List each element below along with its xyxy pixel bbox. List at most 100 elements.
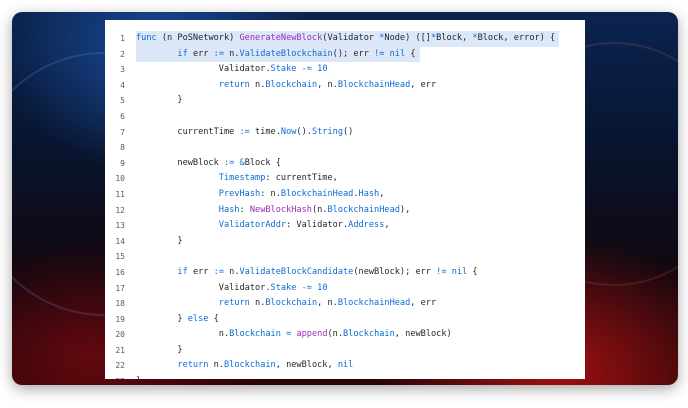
code-token <box>136 80 219 90</box>
code-token: ValidateBlockCandidate <box>239 266 354 277</box>
code-token: , n. <box>317 79 338 90</box>
code-token: Blockchain <box>265 79 318 90</box>
code-token: } <box>136 376 141 379</box>
code-token <box>136 173 219 183</box>
line-number: 4 <box>120 80 125 90</box>
line-content: if err := n.ValidateBlockchain(); err !=… <box>136 46 420 63</box>
code-line[interactable]: 23} <box>105 374 585 379</box>
code-line[interactable]: 17 Validator.Stake -= 10 <box>105 281 585 297</box>
code-line[interactable]: 19 } else { <box>105 312 585 328</box>
line-number: 19 <box>115 314 125 324</box>
code-line[interactable]: 5 } <box>105 93 585 109</box>
code-token: Stake <box>270 64 297 75</box>
code-line[interactable]: 8 <box>105 140 585 156</box>
code-line[interactable]: 20 n.Blockchain = append(n.Blockchain, n… <box>105 327 585 343</box>
code-line[interactable]: 22 return n.Blockchain, newBlock, nil <box>105 358 585 374</box>
code-token: := <box>223 157 235 168</box>
code-token: n. <box>208 360 224 371</box>
code-token: , err <box>410 79 437 90</box>
code-line[interactable]: 3 Validator.Stake -= 10 <box>105 62 585 78</box>
code-token: ), <box>399 204 411 215</box>
code-token: n. <box>249 298 266 309</box>
code-line[interactable]: 2 if err := n.ValidateBlockchain(); err … <box>105 46 585 63</box>
code-token: } <box>136 313 188 324</box>
code-token: { <box>405 48 416 59</box>
code-token: Timestamp <box>218 173 266 184</box>
code-token: Hash <box>218 204 240 215</box>
code-line[interactable]: 15 <box>105 249 585 265</box>
code-token: Blockchain <box>229 329 281 340</box>
code-token: BlockchainHead <box>337 79 411 90</box>
line-number: 22 <box>115 361 125 371</box>
code-token: Now <box>280 126 297 137</box>
code-token: func <box>136 33 157 43</box>
line-number: 21 <box>115 345 125 355</box>
code-line[interactable]: 21 } <box>105 343 585 359</box>
code-token <box>136 267 177 277</box>
code-token: Validator. <box>136 64 271 75</box>
code-token: GenerateNewBlock <box>239 33 323 43</box>
line-number: 1 <box>120 34 125 43</box>
code-line[interactable]: 9 newBlock := &Block { <box>105 156 585 172</box>
line-content: ValidatorAddr: Validator.Address, <box>136 218 394 234</box>
line-content: Validator.Stake -= 10 <box>136 62 332 78</box>
code-token: , newBlock) <box>394 329 452 340</box>
line-content: } <box>136 343 187 359</box>
line-number: 17 <box>115 283 125 293</box>
line-number: 23 <box>105 374 125 379</box>
code-token: { <box>208 313 219 324</box>
code-token: 10 <box>317 64 328 75</box>
code-token: nil <box>389 48 406 59</box>
code-token: PrevHash <box>218 188 261 199</box>
code-line[interactable]: 11 PrevHash: n.BlockchainHead.Hash, <box>105 187 585 203</box>
code-token: nil <box>337 360 354 371</box>
code-token: n. <box>249 79 266 90</box>
code-token: (newBlock); err <box>353 266 437 277</box>
code-token: ValidatorAddr <box>218 220 287 231</box>
code-token: } <box>136 344 183 355</box>
code-token: = <box>286 329 292 340</box>
code-line[interactable]: 16 if err := n.ValidateBlockCandidate(ne… <box>105 265 585 281</box>
code-token: { <box>467 266 478 277</box>
code-line[interactable]: 4 return n.Blockchain, n.BlockchainHead,… <box>105 78 585 94</box>
code-token <box>136 360 177 370</box>
code-token <box>136 205 219 215</box>
line-number: 10 <box>115 174 125 184</box>
code-line[interactable]: 10 Timestamp: currentTime, <box>105 171 585 187</box>
code-token: n. <box>224 48 240 59</box>
line-content: newBlock := &Block { <box>136 156 285 172</box>
code-token: else <box>187 313 209 324</box>
code-token: err <box>187 266 214 277</box>
code-token: := <box>239 126 250 137</box>
code-line[interactable]: 18 return n.Blockchain, n.BlockchainHead… <box>105 296 585 312</box>
line-content: return n.Blockchain, newBlock, nil <box>136 358 357 374</box>
code-token: return <box>177 360 209 371</box>
code-token: : currentTime, <box>265 173 338 184</box>
code-token: (n. <box>311 204 328 215</box>
line-number: 3 <box>120 65 125 75</box>
code-token: , err <box>410 298 437 309</box>
code-token: Node) ([] <box>384 33 431 43</box>
code-token: } <box>136 95 183 106</box>
code-token: Stake <box>270 282 297 293</box>
code-line[interactable]: 13 ValidatorAddr: Validator.Address, <box>105 218 585 234</box>
code-line[interactable]: 14 } <box>105 234 585 250</box>
code-token: BlockchainHead <box>280 188 354 199</box>
line-content: n.Blockchain = append(n.Blockchain, newB… <box>136 327 456 343</box>
code-token: (); err <box>332 48 375 59</box>
line-number: 20 <box>115 330 125 340</box>
line-number: 8 <box>120 143 125 153</box>
code-line[interactable]: 7 currentTime := time.Now().String() <box>105 125 585 141</box>
code-token: != <box>436 266 447 277</box>
line-content: PrevHash: n.BlockchainHead.Hash, <box>136 187 388 203</box>
line-content: Hash: NewBlockHash(n.BlockchainHead), <box>136 203 414 219</box>
code-token: Blockchain <box>223 360 276 371</box>
line-number: 9 <box>120 158 125 168</box>
code-token: currentTime <box>136 126 240 137</box>
code-line[interactable]: 6 <box>105 109 585 125</box>
code-line[interactable]: 12 Hash: NewBlockHash(n.BlockchainHead), <box>105 203 585 219</box>
line-content: currentTime := time.Now().String() <box>136 125 357 141</box>
code-token: , newBlock, <box>275 360 338 371</box>
